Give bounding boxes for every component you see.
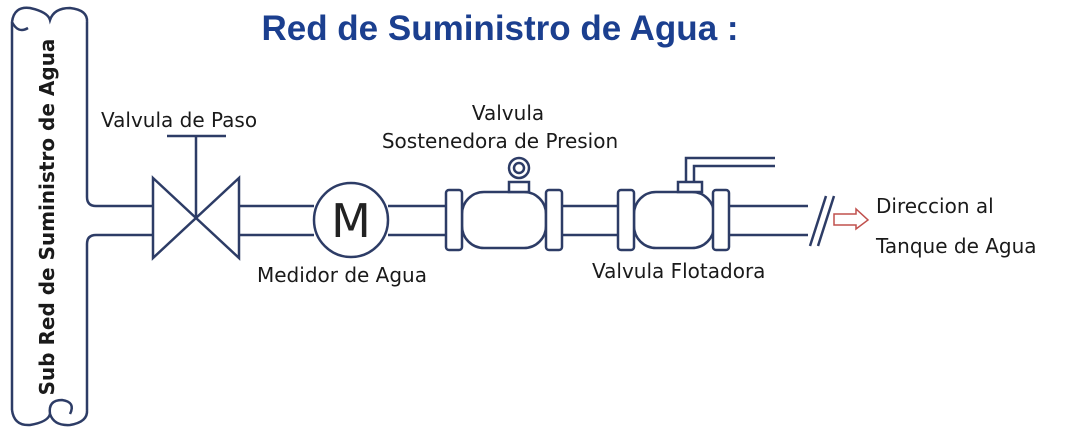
water-meter-icon: M: [312, 181, 390, 259]
diagram-title: Red de Suministro de Agua :: [261, 9, 738, 48]
main-pipe-label: Sub Red de Suministro de Agua: [35, 39, 59, 396]
pressure-valve-icon: [444, 156, 564, 252]
direction-label-1: Direccion al: [876, 194, 994, 218]
pressure-valve-label-2: Sostenedora de Presion: [382, 129, 618, 153]
gate-valve-icon: [151, 134, 241, 261]
main-supply-pipe: [10, 6, 153, 427]
meter-symbol: M: [331, 194, 371, 248]
meter-label: Medidor de Agua: [257, 263, 427, 287]
pressure-valve-label-1: Valvula: [472, 101, 544, 125]
gate-valve-label: Valvula de Paso: [101, 108, 257, 132]
float-valve-icon: [616, 156, 775, 252]
pipe-break-icon: [808, 195, 836, 247]
direction-label-2: Tanque de Agua: [875, 234, 1037, 258]
float-valve-label: Valvula Flotadora: [592, 259, 765, 283]
horizontal-pipe: [239, 204, 808, 237]
direction-arrow-icon: [833, 207, 870, 231]
